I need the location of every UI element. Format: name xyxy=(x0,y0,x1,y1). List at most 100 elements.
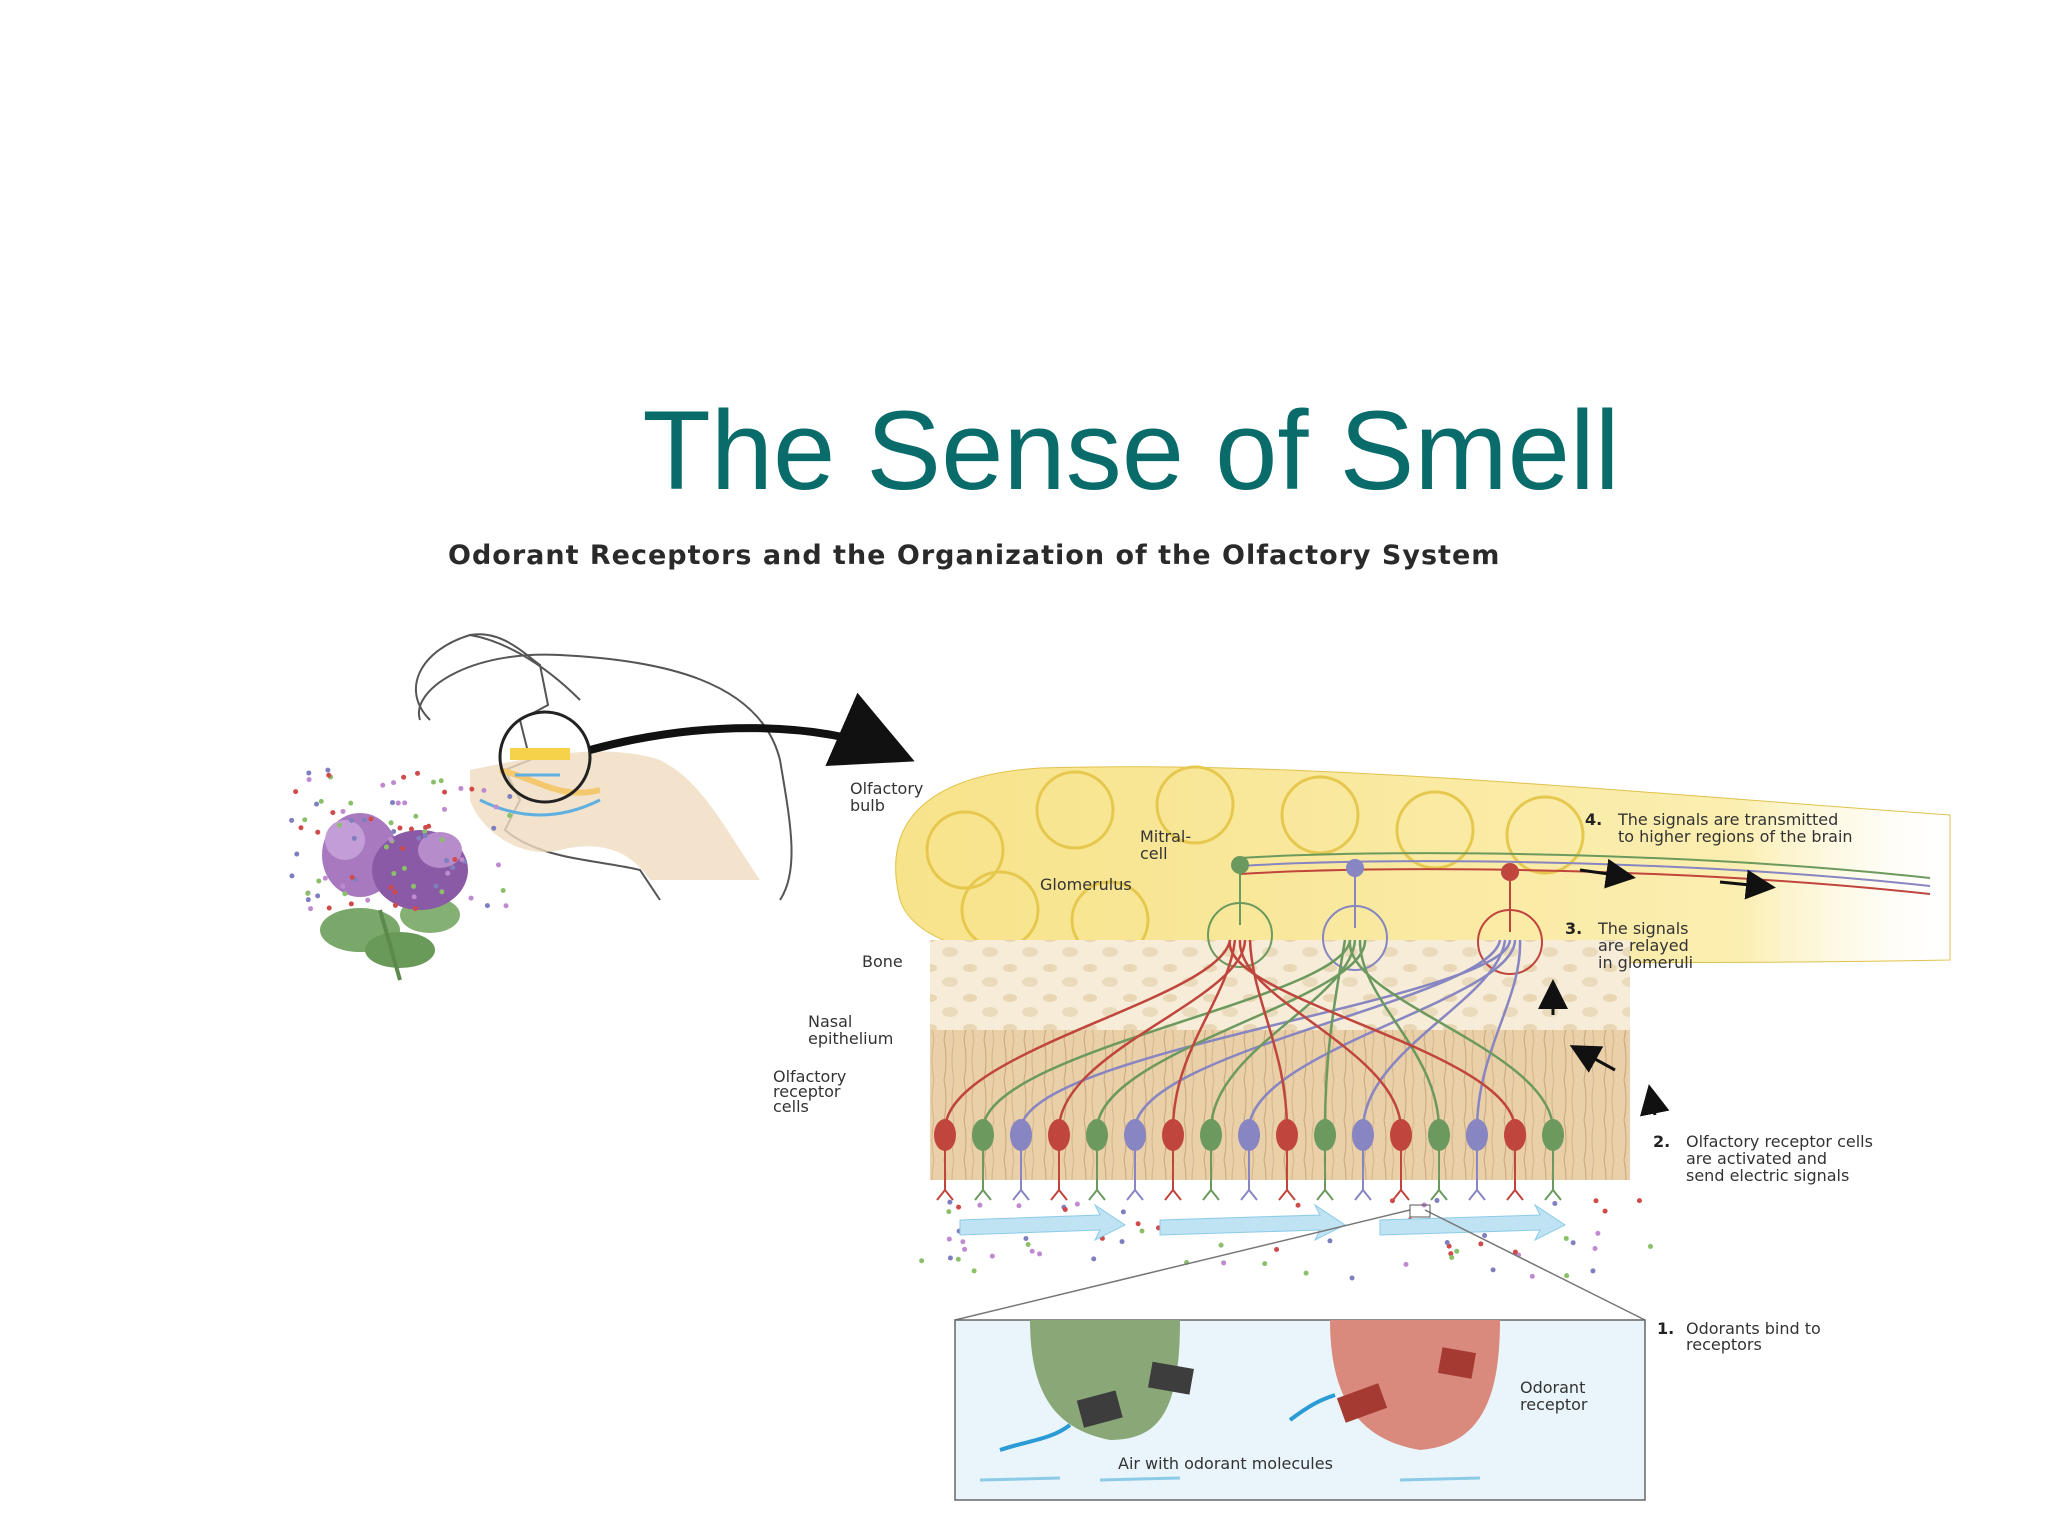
receptor-cell-body xyxy=(1162,1119,1184,1151)
label-olfactory-bulb-2: bulb xyxy=(850,796,885,815)
odorant-particle xyxy=(438,778,444,784)
odorant-particle xyxy=(340,808,346,814)
odorant-particle xyxy=(1529,1273,1535,1279)
odorant-particle xyxy=(1062,1207,1068,1213)
step-1-number: 1. xyxy=(1657,1319,1674,1338)
odorant-particle xyxy=(1274,1246,1280,1252)
output-axon xyxy=(1239,868,1931,895)
odorant-particle xyxy=(1221,1260,1227,1266)
odorant-particle xyxy=(422,829,428,835)
odorant-particle xyxy=(1327,1238,1333,1244)
receptor-cell-body xyxy=(1048,1119,1070,1151)
odorant-particle xyxy=(401,865,407,871)
odorant-particle xyxy=(330,810,336,816)
odorant-particle xyxy=(392,889,398,895)
receptor-axon xyxy=(1171,939,1237,1131)
signal-arrows xyxy=(1538,858,1776,1117)
odorant-particle xyxy=(349,817,355,823)
odorant-particle xyxy=(1478,1241,1484,1247)
step-3-line-1: The signals xyxy=(1597,919,1689,938)
odorant-particle xyxy=(325,767,331,773)
odorant-particle xyxy=(495,862,501,868)
receptor-cilia xyxy=(1354,1150,1372,1201)
odorant-particle xyxy=(349,874,355,880)
output-axon xyxy=(1239,860,1931,887)
receptor-axon xyxy=(1475,939,1522,1131)
odorant-particle xyxy=(1592,1246,1598,1252)
odorant-particle xyxy=(946,1236,952,1242)
receptor-axon xyxy=(1095,939,1367,1131)
receptor-cilia xyxy=(1316,1150,1334,1201)
label-nasal-epithelium-1: Nasal xyxy=(808,1012,852,1031)
odorant-particle xyxy=(1449,1254,1455,1260)
odorant-particle xyxy=(1434,1197,1440,1203)
odorant-particle xyxy=(322,875,328,881)
step-1-line-2: receptors xyxy=(1686,1335,1762,1354)
odorant-particle xyxy=(413,813,419,819)
odorant-particle xyxy=(439,889,445,895)
odorant-particle xyxy=(308,906,314,912)
receptor-cilia xyxy=(1392,1150,1410,1201)
receptor-cilia xyxy=(1430,1150,1448,1201)
odorant-particle xyxy=(956,1204,962,1210)
odorant-particle xyxy=(1074,1201,1080,1207)
glomerulus-circle xyxy=(1395,790,1475,870)
receptor-cilia xyxy=(1126,1150,1144,1201)
receptor-axon xyxy=(1228,939,1517,1131)
step-3-line-3: in glomeruli xyxy=(1598,953,1693,972)
odorant-particle xyxy=(326,905,332,911)
odorant-particle xyxy=(1444,1239,1450,1245)
odorant-particle xyxy=(305,890,311,896)
label-air-with-odorant: Air with odorant molecules xyxy=(1118,1454,1333,1473)
receptor-cell-body xyxy=(1466,1119,1488,1151)
odorant-particle xyxy=(388,820,394,826)
receptor-cell-body xyxy=(1314,1119,1336,1151)
receptor-cell-body xyxy=(1010,1119,1032,1151)
receptor-cell-body xyxy=(972,1119,994,1151)
odorant-particle xyxy=(1119,1239,1125,1245)
odorant-particle xyxy=(391,870,397,876)
odorant-particle xyxy=(380,782,386,788)
odorant-particle xyxy=(1595,1230,1601,1236)
odorant-particle xyxy=(445,870,451,876)
label-glomerulus: Glomerulus xyxy=(1040,875,1132,894)
odorant-particle xyxy=(1262,1261,1268,1267)
odorant-particle xyxy=(1303,1270,1309,1276)
glomerulus-cluster xyxy=(1322,905,1388,971)
odorant-particle xyxy=(1389,1198,1395,1204)
receptor-axon xyxy=(1133,939,1502,1131)
odorant-particle xyxy=(947,1199,953,1205)
label-bone: Bone xyxy=(862,952,903,971)
odorant-particle xyxy=(507,812,513,818)
odorant-particle xyxy=(1512,1249,1518,1255)
glomerulus-circle xyxy=(925,810,1005,890)
odorant-particle xyxy=(318,798,324,804)
odorant-particle xyxy=(1647,1243,1653,1249)
odorant-particle xyxy=(289,873,295,879)
receptor-cilia xyxy=(1506,1150,1524,1201)
odorant-particle xyxy=(1564,1273,1570,1279)
odorant-particle xyxy=(1029,1248,1035,1254)
odorant-particle xyxy=(1602,1208,1608,1214)
odorant-particle xyxy=(368,816,374,822)
odorant-particle xyxy=(306,777,312,783)
odorant-particle xyxy=(305,897,311,903)
step-3-number: 3. xyxy=(1565,919,1582,938)
receptor-cilia xyxy=(936,1150,954,1201)
receptor-cilia xyxy=(1012,1150,1030,1201)
receptor-cell-body xyxy=(1504,1119,1526,1151)
odorant-particle xyxy=(1636,1198,1642,1204)
odorant-particle xyxy=(481,787,487,793)
receptor-neurons xyxy=(934,852,1931,1201)
receptor-axon xyxy=(1361,939,1507,1131)
mitral-cell-body xyxy=(1501,863,1519,881)
receptor-cell-body xyxy=(1238,1119,1260,1151)
odorant-particle xyxy=(388,836,394,842)
receptor-axon xyxy=(1348,939,1555,1131)
odorant-particle xyxy=(395,800,401,806)
odorant-particle xyxy=(293,789,299,795)
odorant-particle xyxy=(408,826,414,832)
odorant-particle xyxy=(415,770,421,776)
odorant-particle xyxy=(1448,1251,1454,1257)
odorant-particle xyxy=(1403,1261,1409,1267)
